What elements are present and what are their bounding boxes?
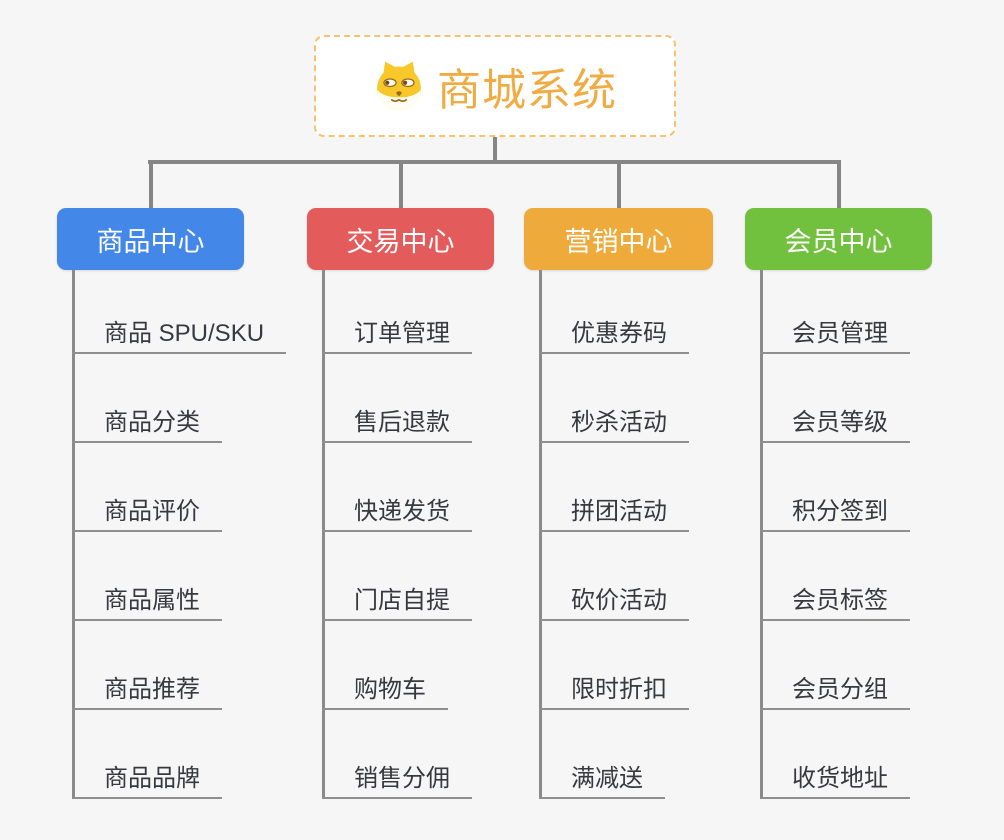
leaf-label: 收货地址	[792, 765, 888, 792]
leaf-label: 商品分类	[104, 409, 200, 436]
leaf-label: 限时折扣	[571, 676, 667, 703]
leaf-item[interactable]: 秒杀活动	[539, 401, 689, 443]
branch-stub-line	[836, 160, 841, 208]
branch-box-2[interactable]: 交易中心	[307, 208, 494, 270]
leaf-item[interactable]: 商品 SPU/SKU	[72, 312, 287, 354]
leaf-label: 快递发货	[354, 498, 450, 525]
leaf-item[interactable]: 拼团活动	[539, 490, 689, 532]
leaf-label: 商品 SPU/SKU	[104, 320, 265, 347]
branch-child-line	[539, 270, 542, 799]
root-stem-line	[493, 137, 497, 164]
leaf-label: 优惠券码	[571, 320, 667, 347]
leaf-label: 拼团活动	[571, 498, 667, 525]
leaf-label: 售后退款	[354, 409, 450, 436]
leaf-label: 会员分组	[792, 676, 888, 703]
leaf-item[interactable]: 商品评价	[72, 490, 222, 532]
leaf-label: 会员标签	[792, 587, 888, 614]
leaf-item[interactable]: 砍价活动	[539, 579, 689, 621]
branch-stub-line	[616, 160, 621, 208]
leaf-item[interactable]: 积分签到	[760, 490, 910, 532]
branch-stub-line	[398, 160, 403, 208]
branch-box-3[interactable]: 营销中心	[524, 208, 713, 270]
leaf-item[interactable]: 商品分类	[72, 401, 222, 443]
leaf-item[interactable]: 销售分佣	[322, 757, 472, 799]
root-title: 商城系统	[437, 66, 617, 115]
leaf-item[interactable]: 限时折扣	[539, 668, 689, 710]
leaf-item[interactable]: 优惠券码	[539, 312, 689, 354]
leaf-label: 购物车	[354, 676, 426, 703]
leaf-item[interactable]: 收货地址	[760, 757, 910, 799]
leaf-item[interactable]: 购物车	[322, 668, 448, 710]
leaf-label: 销售分佣	[354, 765, 450, 792]
leaf-label: 订单管理	[354, 320, 450, 347]
leaf-item[interactable]: 会员分组	[760, 668, 910, 710]
leaf-item[interactable]: 门店自提	[322, 579, 472, 621]
branch-child-line	[72, 270, 75, 799]
leaf-label: 会员等级	[792, 409, 888, 436]
branch-label: 交易中心	[346, 226, 455, 257]
leaf-item[interactable]: 商品推荐	[72, 668, 222, 710]
leaf-label: 秒杀活动	[571, 409, 667, 436]
leaf-label: 商品品牌	[104, 765, 200, 792]
leaf-item[interactable]: 售后退款	[322, 401, 472, 443]
leaf-label: 商品属性	[104, 587, 200, 614]
leaf-item[interactable]: 会员标签	[760, 579, 910, 621]
leaf-label: 商品评价	[104, 498, 200, 525]
branch-box-4[interactable]: 会员中心	[745, 208, 932, 270]
leaf-label: 门店自提	[354, 587, 450, 614]
leaf-item[interactable]: 会员管理	[760, 312, 910, 354]
leaf-item[interactable]: 商品属性	[72, 579, 222, 621]
leaf-label: 满减送	[571, 765, 643, 792]
branch-child-line	[322, 270, 325, 799]
leaf-item[interactable]: 快递发货	[322, 490, 472, 532]
root-node[interactable]: 商城系统	[314, 35, 676, 137]
branch-label: 会员中心	[784, 226, 893, 257]
leaf-item[interactable]: 满减送	[539, 757, 665, 799]
leaf-item[interactable]: 商品品牌	[72, 757, 222, 799]
branch-child-line	[760, 270, 763, 799]
branch-box-1[interactable]: 商品中心	[57, 208, 244, 270]
branch-rail-line	[148, 160, 840, 164]
branch-stub-line	[148, 160, 153, 208]
leaf-label: 商品推荐	[104, 676, 200, 703]
branch-label: 商品中心	[96, 226, 205, 257]
leaf-label: 积分签到	[792, 498, 888, 525]
leaf-label: 砍价活动	[571, 587, 667, 614]
shiba-dog-icon	[377, 61, 421, 112]
branch-label: 营销中心	[564, 226, 673, 257]
leaf-item[interactable]: 会员等级	[760, 401, 910, 443]
leaf-label: 会员管理	[792, 320, 888, 347]
leaf-item[interactable]: 订单管理	[322, 312, 472, 354]
